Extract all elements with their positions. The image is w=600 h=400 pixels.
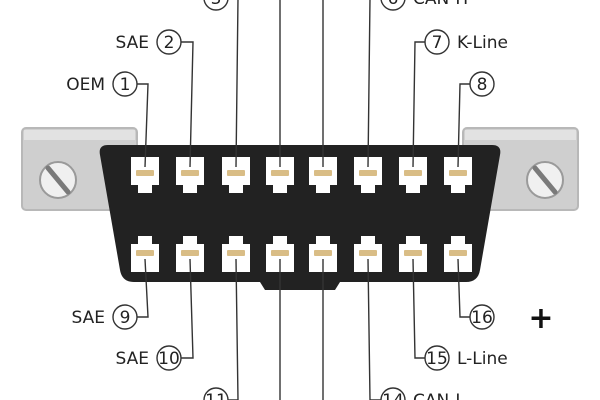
leader-line-7 xyxy=(412,41,425,168)
pin-contact-5 xyxy=(314,170,332,176)
pin-callout-6: 6 CAN-H xyxy=(380,0,468,11)
pin-callout-9: 9 SAE xyxy=(72,304,138,330)
pin-number-10: 10 xyxy=(158,349,180,369)
pin-sockets xyxy=(131,157,472,272)
leader-line-16 xyxy=(457,258,470,318)
pin-number-circle-6 xyxy=(380,0,406,11)
leader-line-3 xyxy=(235,0,239,168)
pin-callout-10: 10 SAE xyxy=(116,345,182,371)
leader-line-9 xyxy=(137,258,149,318)
pin-number-circle-7 xyxy=(424,29,450,55)
leader-lines xyxy=(137,0,470,400)
leader-line-1 xyxy=(137,83,149,168)
pin-callout-15: 15 L-Line xyxy=(424,345,508,371)
pin-contact-16 xyxy=(449,250,467,256)
pin-number-2: 2 xyxy=(164,33,175,53)
pin-number-circle-2 xyxy=(156,29,182,55)
leader-line-2 xyxy=(181,41,194,168)
pin-number-7: 7 xyxy=(432,33,443,53)
pin-label-9: SAE xyxy=(72,308,105,328)
pin-callout-8: 8 xyxy=(469,71,495,97)
screw-left-icon xyxy=(39,161,77,199)
pin-number-9: 9 xyxy=(120,308,131,328)
pin-callout-3: 3 xyxy=(203,0,229,11)
pin-number-circle-15 xyxy=(424,345,450,371)
pin-callout-11: 11 xyxy=(203,387,229,400)
pin-contact-7 xyxy=(404,170,422,176)
pin-number-circle-11 xyxy=(203,387,229,400)
pin-number-circle-1 xyxy=(112,71,138,97)
pin-contact-4 xyxy=(271,170,289,176)
pin-label-7: K-Line xyxy=(457,33,508,53)
pin-label-14: CAN-L xyxy=(413,391,465,400)
pin-callout-7: 7 K-Line xyxy=(424,29,508,55)
pin-contact-11 xyxy=(227,250,245,256)
pin-number-3: 3 xyxy=(211,0,222,9)
leader-line-10 xyxy=(181,258,194,359)
pin-contact-3 xyxy=(227,170,245,176)
pin-number-14: 14 xyxy=(382,391,404,400)
pin-number-15: 15 xyxy=(426,349,448,369)
pin-number-circle-9 xyxy=(112,304,138,330)
pin-label-1: OEM xyxy=(66,75,105,95)
screw-right-icon xyxy=(526,161,564,199)
pin-number-circle-14 xyxy=(380,387,406,400)
pin-contact-8 xyxy=(449,170,467,176)
pin-contact-2 xyxy=(181,170,199,176)
leader-line-6 xyxy=(367,0,371,168)
pin-number-circle-16 xyxy=(469,304,495,330)
pin-callout-16: 16 xyxy=(469,304,495,330)
pin-number-circle-10 xyxy=(156,345,182,371)
pin-contact-9 xyxy=(136,250,154,256)
pin-contact-14 xyxy=(359,250,377,256)
leader-line-8 xyxy=(457,83,470,168)
pin-number-16: 16 xyxy=(471,308,493,328)
pin-number-11: 11 xyxy=(205,391,227,400)
pin-label-2: SAE xyxy=(116,33,149,53)
pin-callout-2: 2 SAE xyxy=(116,29,182,55)
pin-contact-13 xyxy=(314,250,332,256)
pin-contact-1 xyxy=(136,170,154,176)
leader-line-11 xyxy=(228,258,239,400)
pin-label-15: L-Line xyxy=(457,349,508,369)
pin-number-6: 6 xyxy=(388,0,399,9)
pin-number-8: 8 xyxy=(477,75,488,95)
pin-contact-12 xyxy=(271,250,289,256)
pin-contact-15 xyxy=(404,250,422,256)
pin-callouts: 1OEM2SAE36CAN-H7K-Line89SAE10SAE1114CAN-… xyxy=(66,0,508,400)
pin-contact-6 xyxy=(359,170,377,176)
pin-label-6: CAN-H xyxy=(413,0,468,9)
pin-callout-1: 1 OEM xyxy=(66,71,138,97)
leader-line-14 xyxy=(367,258,381,400)
pin-number-1: 1 xyxy=(120,75,131,95)
connector-body xyxy=(99,145,501,290)
leader-line-15 xyxy=(412,258,425,359)
pin-callout-14: 14 CAN-L xyxy=(380,387,465,400)
pin-label-10: SAE xyxy=(116,349,149,369)
pin-contact-10 xyxy=(181,250,199,256)
pin-number-circle-8 xyxy=(469,71,495,97)
polarity-plus-sign: + xyxy=(528,301,553,336)
pin-number-circle-3 xyxy=(203,0,229,11)
